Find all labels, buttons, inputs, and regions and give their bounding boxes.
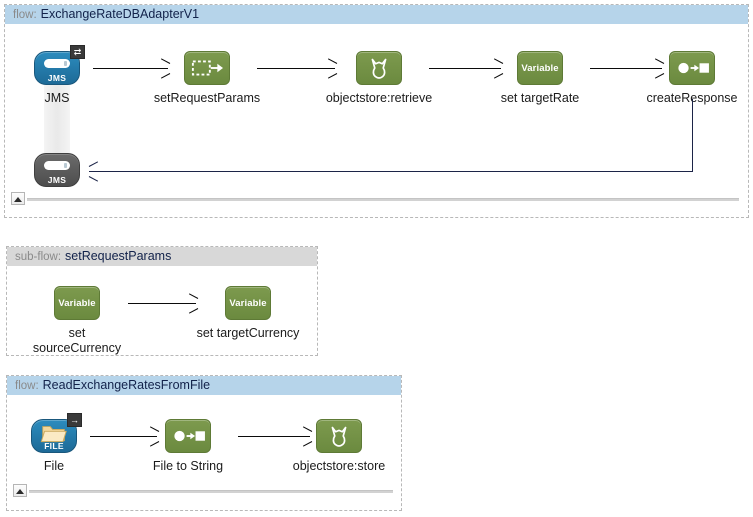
transform-icon[interactable] [165,419,211,453]
arrow-head-subflow-icon [188,298,197,309]
file-icon-text: FILE [44,441,64,451]
variable-icon[interactable]: Variable [517,51,563,85]
transform-glyph [678,62,709,74]
node-label-set-target-currency: set targetCurrency [196,326,300,340]
jms-icon[interactable]: JMS ⇄ [34,45,85,85]
flow-exchange-rate-db-adapter-v1[interactable]: flow:ExchangeRateDBAdapterV1 JMS ⇄ JMS J… [4,4,749,218]
variable-icon-text: Variable [58,297,96,309]
node-label-set-request-params: setRequestParams [153,91,261,105]
flow3-scroll-thumb[interactable] [13,484,27,497]
flow-read-exchange-rates-from-file[interactable]: flow:ReadExchangeRatesFromFile FILE → Fi… [6,375,402,511]
inbound-badge-icon: → [67,413,82,427]
arrow-head-return-icon [89,166,98,177]
connector-setrequestparams-to-objectstore [257,68,335,69]
connector-sourcecurrency-to-targetcurrency [128,303,196,304]
flow-header-read-exchange-rates: flow:ReadExchangeRatesFromFile [7,376,401,395]
arrow-head-f1-icon [149,431,158,442]
arrow-head-3-icon [493,63,502,74]
objectstore-icon[interactable] [356,51,402,85]
flow-kind-label: flow: [15,380,39,392]
flow-ref-icon[interactable] [184,51,230,85]
jms-icon-text: JMS [47,73,67,83]
flow-title-label: ReadExchangeRatesFromFile [42,378,211,392]
node-label-objectstore-store: objectstore:store [292,459,386,473]
node-label-file-to-string: File to String [152,459,224,473]
flow-kind-label: flow: [13,9,37,21]
flow3-scroll-track[interactable] [29,490,393,493]
flow1-scroll-thumb[interactable] [11,192,25,205]
jms-response-icon[interactable]: JMS [34,153,80,187]
connector-filetostring-to-objectstore [238,436,310,437]
flow1-scrollbar[interactable] [11,192,739,206]
flow1-scroll-track[interactable] [27,198,739,201]
variable-icon-text: Variable [229,297,267,309]
objectstore-glyph [371,58,387,79]
arrow-head-1-icon [160,63,169,74]
jms-response-pill-glyph [44,161,70,170]
subflow-set-request-params[interactable]: sub-flow:setRequestParams Variable set s… [6,246,318,356]
objectstore-icon[interactable] [316,419,362,453]
folder-glyph [40,426,67,443]
node-label-file-source: File [43,459,65,473]
connector-return-vertical [692,99,693,172]
exchange-badge-icon: ⇄ [70,45,85,59]
flow-title-label: ExchangeRateDBAdapterV1 [40,7,200,21]
connector-objectstore-to-settargetrate [429,68,501,69]
flow3-scrollbar[interactable] [13,484,393,498]
connector-settargetrate-to-createresponse [590,68,662,69]
subflow-header-set-request-params: sub-flow:setRequestParams [7,247,317,266]
transform-icon[interactable] [669,51,715,85]
arrow-head-2-icon [327,63,336,74]
file-icon[interactable]: FILE → [31,413,82,453]
connector-jms-to-setrequestparams [93,68,168,69]
node-label-objectstore-retrieve: objectstore:retrieve [325,91,433,105]
subflow-kind-label: sub-flow: [15,251,62,263]
jms-response-icon-text: JMS [47,175,67,185]
connector-file-to-filetostring [90,436,157,437]
jms-pill-glyph [44,59,70,68]
node-label-set-source-currency: set sourceCurrency [32,326,122,355]
connector-return-horizontal [89,171,693,172]
transform-glyph [174,430,205,442]
objectstore-glyph [331,426,347,447]
variable-icon[interactable]: Variable [225,286,271,320]
arrow-head-4-icon [654,63,663,74]
flow-ref-glyph [191,60,223,76]
arrow-head-f2-icon [302,431,311,442]
node-label-jms-source: JMS [44,91,70,105]
subflow-title-label: setRequestParams [65,249,172,263]
variable-icon-text: Variable [521,62,559,74]
node-label-create-response: createResponse [646,91,738,105]
flow-header-exchange-rate: flow:ExchangeRateDBAdapterV1 [5,5,748,24]
node-label-set-target-rate: set targetRate [500,91,580,105]
variable-icon[interactable]: Variable [54,286,100,320]
